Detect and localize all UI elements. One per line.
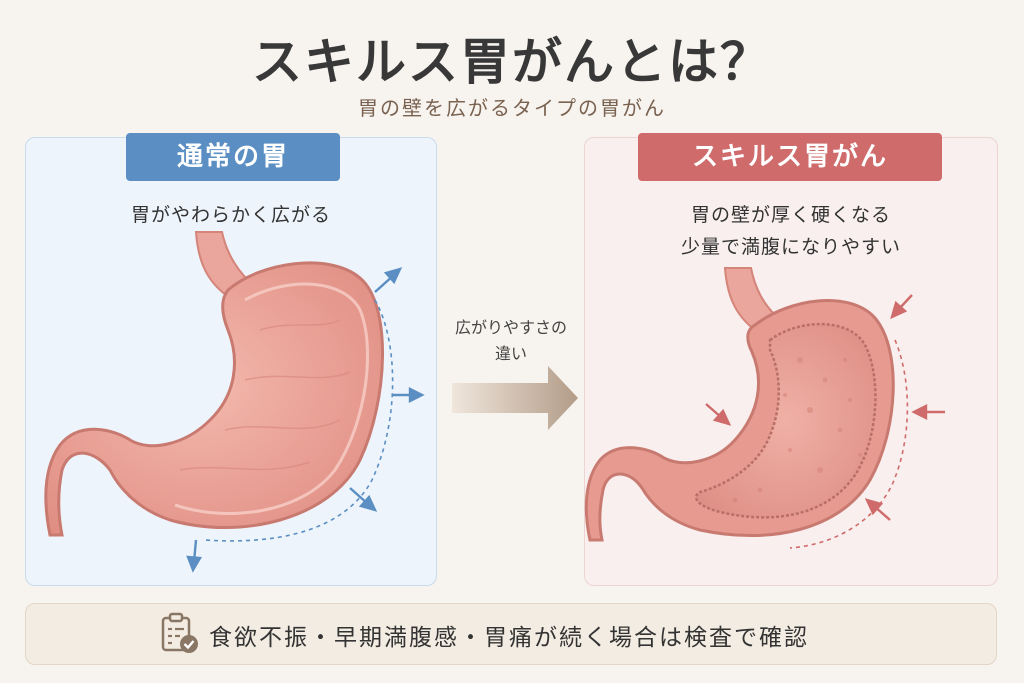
scirrhous-desc-line1: 胃の壁が厚く硬くなる <box>690 204 891 226</box>
scirrhous-desc-line2: 少量で満腹になりやすい <box>680 236 901 258</box>
comparison-label-line2: 違い <box>494 344 527 363</box>
normal-stomach-tag: 通常の胃 <box>126 133 340 181</box>
comparison-arrow <box>452 366 578 430</box>
footer-text: 食欲不振・早期満腹感・胃痛が続く場合は検査で確認 <box>209 625 809 651</box>
comparison-label-line1: 広がりやすさの <box>454 318 567 337</box>
normal-stomach-desc: 胃がやわらかく広がる <box>130 204 331 226</box>
normal-stomach-illustration <box>44 231 425 573</box>
page-title: スキルス胃がんとは？ <box>252 33 772 91</box>
page-subtitle: 胃の壁を広がるタイプの胃がん <box>358 96 666 120</box>
footer-note: 食欲不振・早期満腹感・胃痛が続く場合は検査で確認 <box>25 603 997 665</box>
clipboard-check-icon <box>161 612 198 653</box>
scirrhous-stomach-illustration <box>584 267 945 549</box>
scirrhous-tag: スキルス胃がん <box>638 133 942 181</box>
